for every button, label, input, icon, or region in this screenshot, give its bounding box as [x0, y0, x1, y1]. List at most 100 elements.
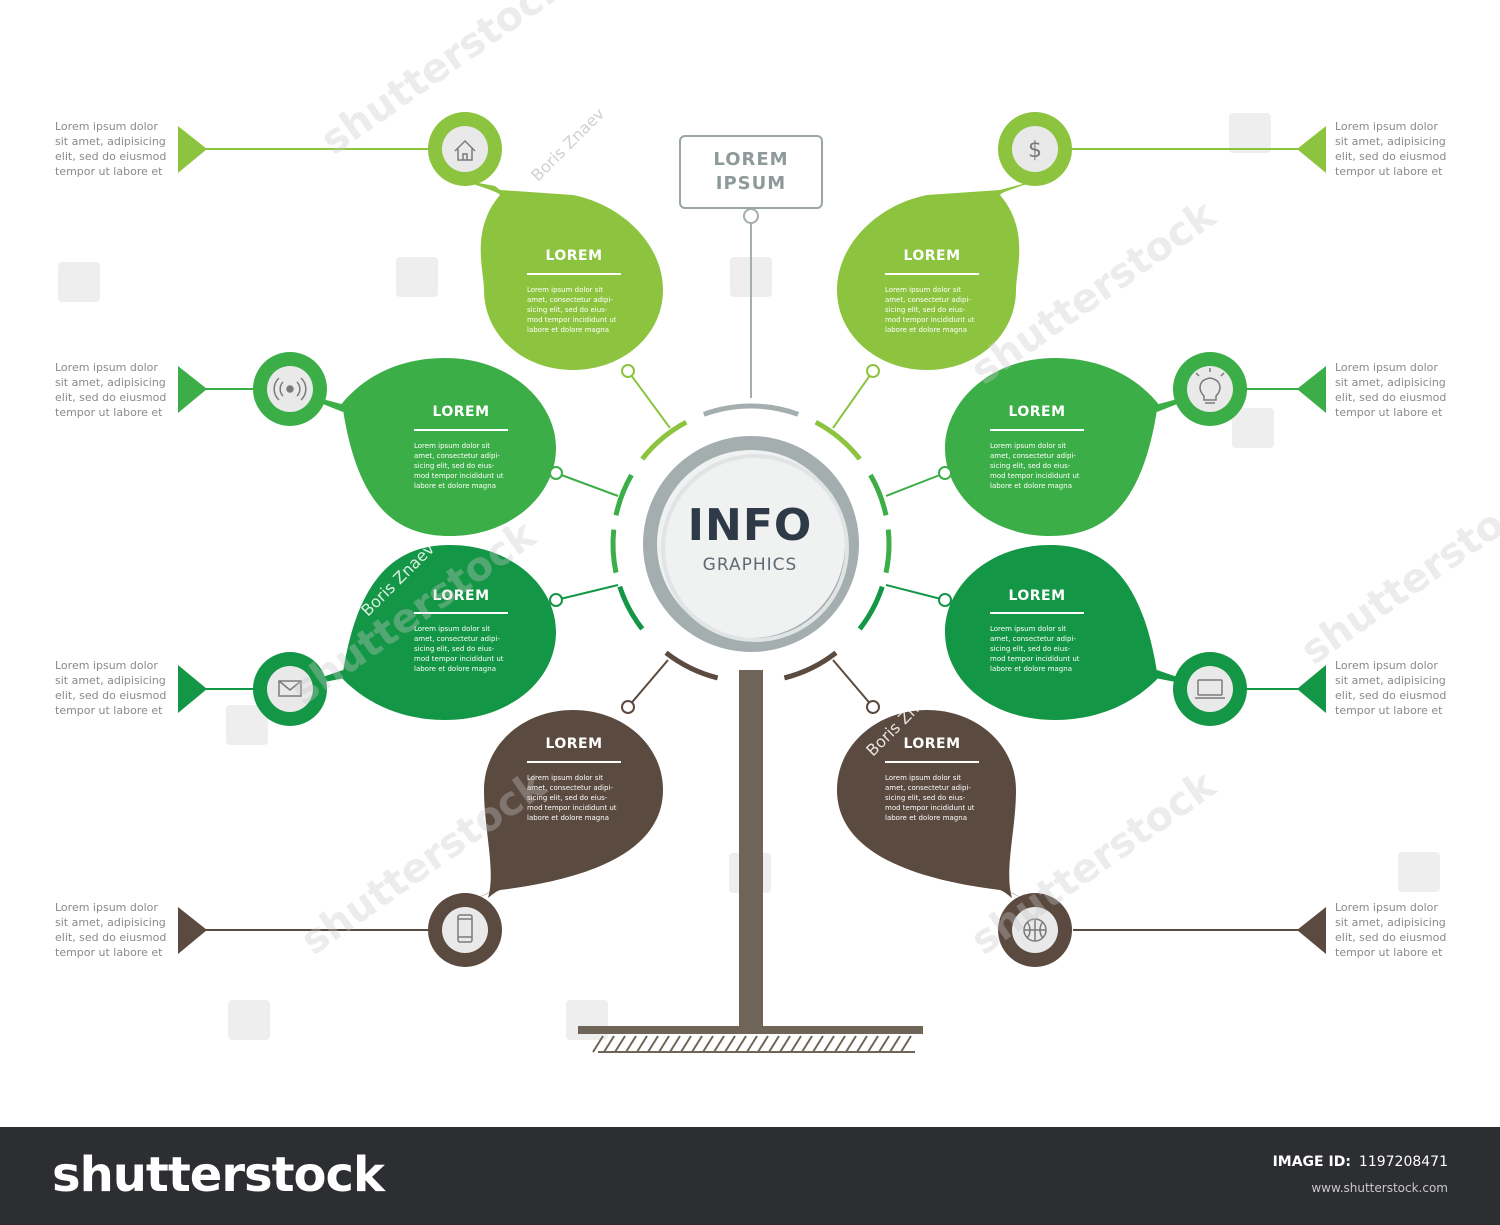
- infographic-canvas: $: [55, 0, 1500, 1053]
- side-text-left: Lorem ipsum dolor sit amet, adipisicing …: [55, 901, 167, 959]
- ground-hatch-line: [834, 1035, 846, 1053]
- ground-hatch-line: [757, 1035, 769, 1053]
- petal-divider: [414, 612, 508, 614]
- petal-body-text: Lorem ipsum dolor sit amet, consectetur …: [527, 286, 617, 334]
- center-subtitle: GRAPHICS: [702, 555, 798, 575]
- ground-hatch-line: [801, 1035, 813, 1053]
- ground-hatch-line: [867, 1035, 879, 1053]
- side-connectors: [200, 148, 1305, 931]
- petal-divider: [527, 761, 621, 763]
- ground-hatch-line: [647, 1035, 659, 1053]
- petal-divider: [990, 429, 1084, 431]
- center-ring-segments: [610, 403, 892, 681]
- icon-rings: [253, 112, 1247, 967]
- ground-hatch-line: [680, 1035, 692, 1053]
- ring-segment: [610, 529, 619, 574]
- top-label-box: LOREM IPSUM: [679, 135, 823, 209]
- petal-bottom-right: [837, 710, 1016, 898]
- ground-hatch-line: [878, 1035, 890, 1053]
- petal-low-right: [945, 545, 1160, 720]
- ring-segment: [613, 473, 634, 516]
- ground-hatch-line: [614, 1035, 626, 1053]
- petal-upper-left: [462, 180, 663, 370]
- petal-title: LOREM: [545, 248, 603, 264]
- petal-upper-right: [837, 180, 1038, 370]
- branch-lines: [555, 370, 946, 708]
- ring-segment: [814, 419, 862, 461]
- petal-title: LOREM: [903, 248, 961, 264]
- basketball-icon: [1023, 918, 1047, 942]
- dollar-icon: $: [1028, 138, 1042, 163]
- ground-hatch-line: [845, 1035, 857, 1053]
- svg-text:$: $: [1028, 138, 1042, 163]
- ground-hatch-line: [746, 1035, 758, 1053]
- center-inner-circle: [657, 450, 845, 638]
- petal-body-text: Lorem ipsum dolor sit amet, consectetur …: [990, 442, 1080, 490]
- petal-title: LOREM: [545, 736, 603, 752]
- side-text-right: Lorem ipsum dolor sit amet, adipisicing …: [1335, 901, 1447, 959]
- ground-hatch-line: [790, 1035, 802, 1053]
- side-text-right: Lorem ipsum dolor sit amet, adipisicing …: [1335, 659, 1447, 717]
- petal-title: LOREM: [432, 404, 490, 420]
- petal-divider: [527, 273, 621, 275]
- ground-hatch-line: [856, 1035, 868, 1053]
- top-label-line2: IPSUM: [715, 173, 787, 194]
- stock-footer: shutterstock IMAGE ID: 1197208471 www.shu…: [0, 1127, 1500, 1225]
- footer-site-url: www.shutterstock.com: [1311, 1181, 1448, 1195]
- petal-body-text: Lorem ipsum dolor sit amet, consectetur …: [990, 625, 1080, 673]
- footer-logo: shutterstock: [52, 1147, 385, 1203]
- mail-icon: [278, 680, 302, 697]
- ring-segment: [883, 529, 892, 574]
- home-icon: [454, 139, 476, 161]
- ring-segment: [857, 585, 885, 631]
- ground-hatch-line: [768, 1035, 780, 1053]
- petal-body-text: Lorem ipsum dolor sit amet, consectetur …: [414, 442, 504, 490]
- tree-trunk: [739, 670, 763, 1030]
- ring-segment: [664, 650, 719, 681]
- petal-divider: [885, 761, 979, 763]
- side-text-left: Lorem ipsum dolor sit amet, adipisicing …: [55, 659, 167, 717]
- petal-mid-right: [945, 358, 1160, 536]
- petal-title: LOREM: [1008, 404, 1066, 420]
- ground-hatch-line: [636, 1035, 648, 1053]
- side-arrows: [178, 126, 1326, 954]
- tree-ground: [578, 1026, 923, 1034]
- petal-low-left: [340, 545, 556, 720]
- ring-segment: [640, 419, 688, 461]
- ground-hatch-line: [691, 1035, 703, 1053]
- petal-body-text: Lorem ipsum dolor sit amet, consectetur …: [527, 774, 617, 822]
- side-text-right: Lorem ipsum dolor sit amet, adipisicing …: [1335, 361, 1447, 419]
- ground-hatch-line: [812, 1035, 824, 1053]
- tree-diagram: $: [58, 112, 1440, 1053]
- ground-hatch-line: [735, 1035, 747, 1053]
- center-inner-shadow: [661, 454, 849, 642]
- petal-title: LOREM: [1008, 588, 1066, 604]
- smartphone-icon: [457, 914, 473, 943]
- top-label-pin: [743, 208, 759, 224]
- petal-body-text: Lorem ipsum dolor sit amet, consectetur …: [414, 625, 504, 673]
- ground-hatch-line: [592, 1035, 604, 1053]
- petal-divider: [885, 273, 979, 275]
- petals: [285, 180, 1215, 905]
- petal-dots: [549, 364, 952, 714]
- ring-segment: [868, 473, 889, 516]
- ground-hatch-line: [713, 1035, 725, 1053]
- center-title: INFO: [687, 500, 813, 551]
- side-text-left: Lorem ipsum dolor sit amet, adipisicing …: [55, 120, 167, 178]
- image-id-value: 1197208471: [1358, 1154, 1448, 1170]
- ring-segment: [783, 650, 838, 681]
- ground-hatch-line: [900, 1035, 912, 1053]
- petal-body-text: Lorem ipsum dolor sit amet, consectetur …: [885, 774, 975, 822]
- ground-hatch-line: [823, 1035, 835, 1053]
- image-id-label: IMAGE ID:: [1272, 1154, 1351, 1170]
- broadcast-icon: [273, 377, 307, 401]
- petal-bottom-left: [484, 710, 663, 898]
- petal-title: LOREM: [903, 736, 961, 752]
- ground-hatch-line: [603, 1035, 615, 1053]
- side-text-left: Lorem ipsum dolor sit amet, adipisicing …: [55, 361, 167, 419]
- laptop-icon: [1195, 679, 1225, 699]
- petal-divider: [414, 429, 508, 431]
- ground-hatch-line: [625, 1035, 637, 1053]
- ring-segment: [702, 403, 800, 417]
- petal-mid-left: [340, 358, 556, 536]
